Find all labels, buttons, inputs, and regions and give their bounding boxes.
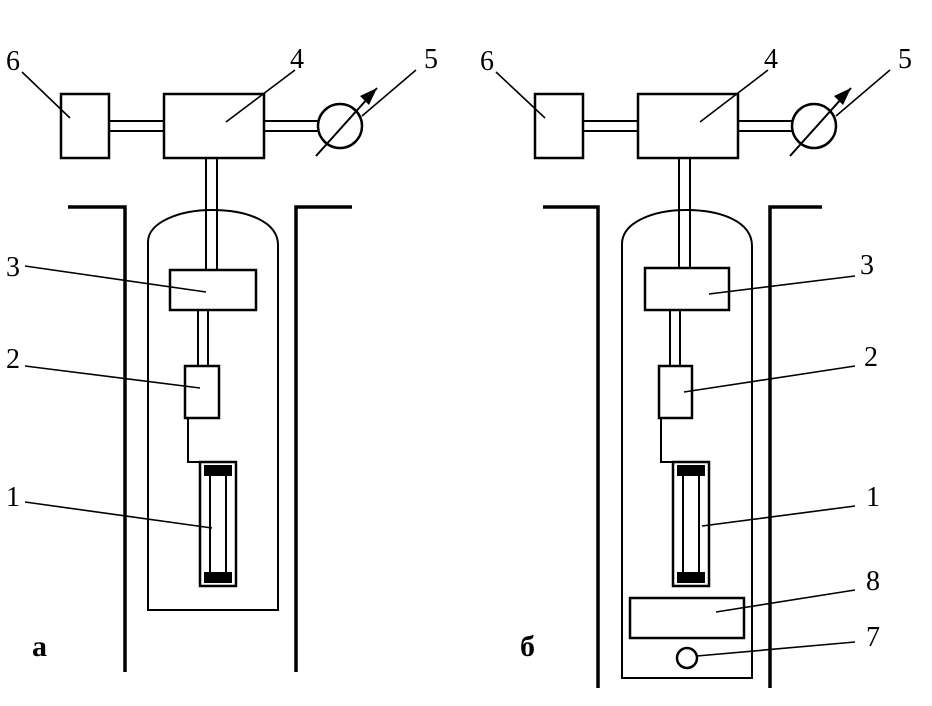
meter-5-gauge: [316, 102, 364, 150]
panel-label-a: а: [32, 630, 47, 663]
unit-3-box: [643, 266, 731, 312]
meter-5-gauge: [790, 102, 838, 150]
unit-3-box: [168, 268, 258, 312]
element-1: [198, 460, 238, 588]
unit-2-box: [183, 364, 221, 420]
borehole-wall-right: [294, 205, 352, 672]
callout-3: 3: [6, 252, 20, 283]
callout-4: 4: [290, 44, 304, 75]
element-1: [671, 460, 711, 588]
borehole-wall-left: [543, 205, 600, 688]
callout-6: 6: [6, 46, 20, 77]
callout-1: 1: [866, 482, 880, 513]
callout-5: 5: [424, 44, 438, 75]
borehole-wall-right: [768, 205, 822, 688]
meter-5-arrow-icon: [360, 88, 377, 105]
unit-6-box: [533, 92, 585, 160]
callout-5: 5: [898, 44, 912, 75]
callout-4: 4: [764, 44, 778, 75]
callout-1: 1: [6, 482, 20, 513]
unit-4-box: [636, 92, 740, 160]
callout-2: 2: [864, 342, 878, 373]
panel-label-b: б: [520, 630, 535, 663]
borehole-wall-left: [68, 205, 127, 672]
meter-5-arrow-icon: [834, 88, 851, 105]
callout-7: 7: [866, 622, 880, 653]
panel-b: 6 4 5 3 2 1 8 7 б: [480, 44, 912, 688]
unit-4-box: [162, 92, 266, 160]
unit-8-box: [628, 596, 746, 640]
unit-6-box: [59, 92, 111, 160]
probe-housing: [621, 208, 753, 679]
callout-3: 3: [860, 250, 874, 281]
panel-a: 6 4 5 3 2 1 а: [6, 44, 438, 672]
element-7-circle: [675, 646, 699, 670]
callout-2: 2: [6, 344, 20, 375]
callout-8: 8: [866, 566, 880, 597]
unit-2-box: [657, 364, 694, 420]
probe-housing: [147, 208, 279, 611]
callout-6: 6: [480, 46, 494, 77]
